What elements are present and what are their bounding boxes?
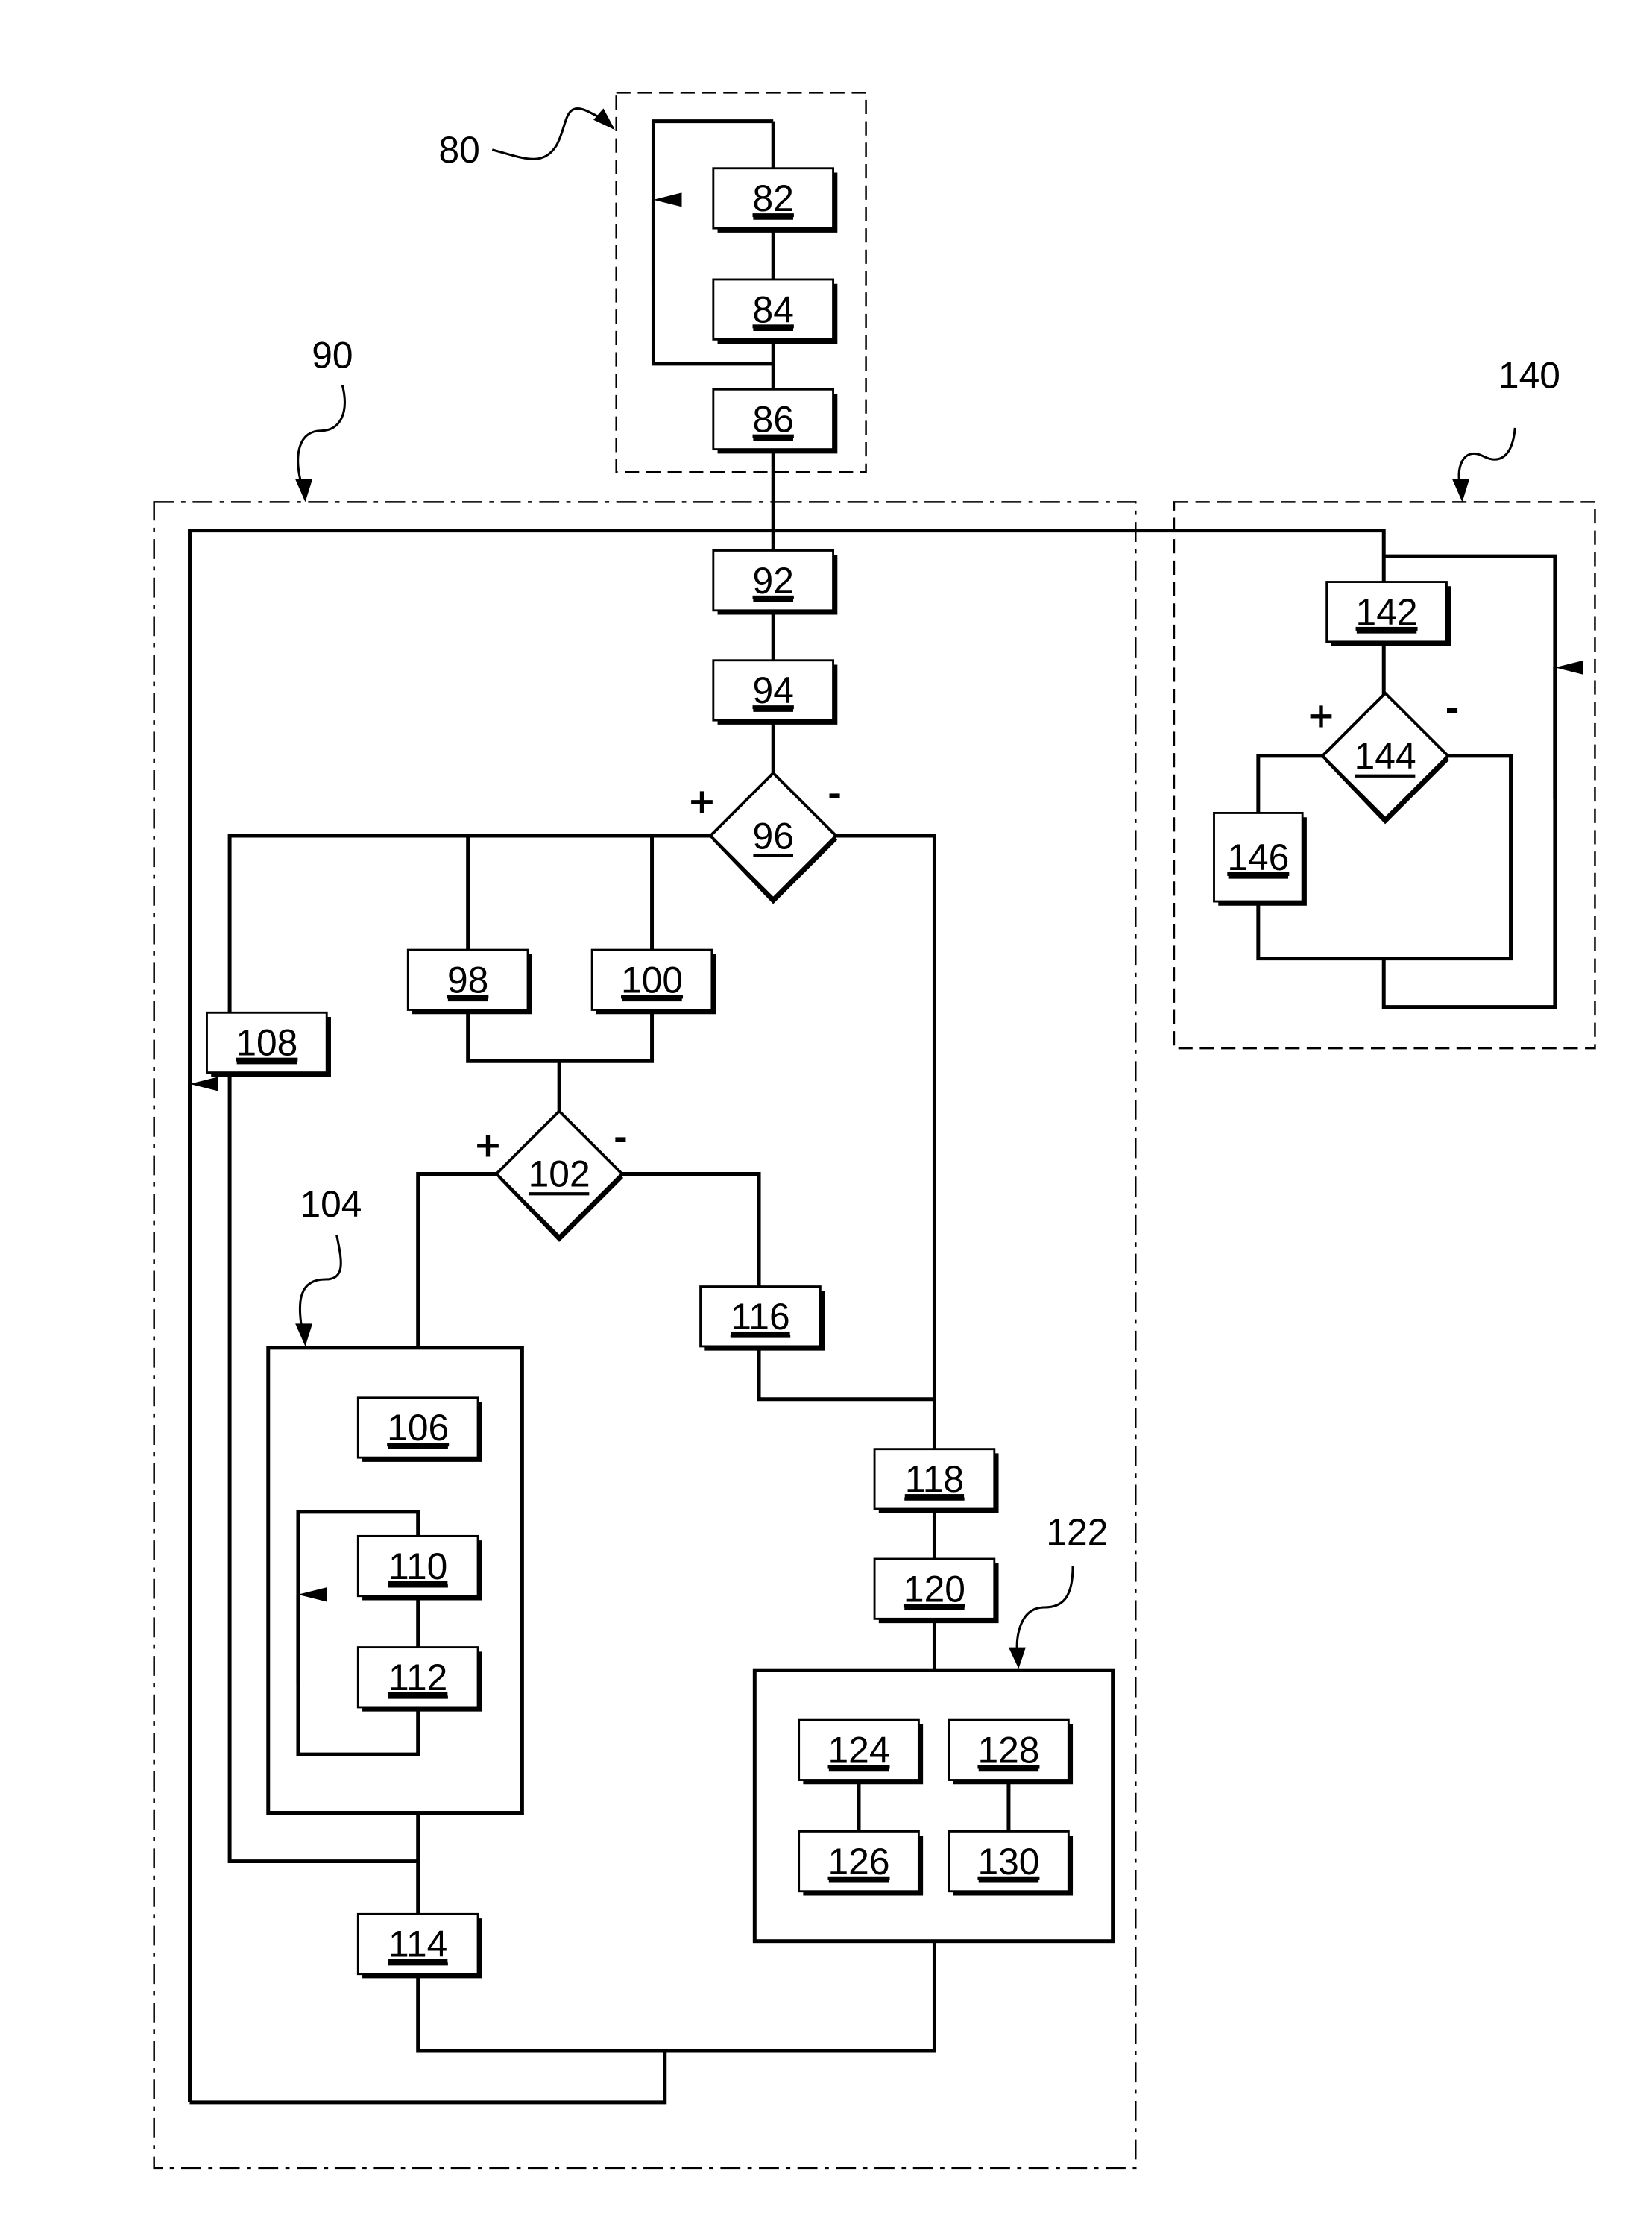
ref-label-104: 104 [300,1183,362,1225]
ref-104-leader [295,1235,342,1346]
step-box-106: 106 [356,1396,482,1462]
no-branch-sign: - [827,774,842,814]
step-box-110: 110 [356,1534,482,1601]
decision-diamond-96: 96 + - [687,771,842,904]
step-label: 92 [753,560,794,602]
step-box-100: 100 [590,948,716,1015]
yes-branch-sign: + [1307,696,1335,736]
step-label: 112 [388,1657,447,1698]
step-label: 130 [977,1841,1039,1882]
ref-122-leader [1008,1566,1074,1669]
step-label: 124 [828,1730,890,1771]
ref-label-140: 140 [1498,354,1560,396]
step-box-142: 142 [1325,581,1451,646]
group-122-frame [752,1668,1115,1944]
step-box-124: 124 [798,1718,924,1785]
ref-90-leader [295,385,346,502]
step-label: 94 [753,669,794,711]
decision-diamond-102: 102 + - [473,1109,628,1242]
step-box-108: 108 [206,1011,331,1077]
step-label: 82 [753,177,794,219]
decision-label: 96 [753,815,794,857]
step-box-92: 92 [712,549,838,615]
decision-diamond-144: 144 + - [1307,688,1460,825]
step-box-116: 116 [699,1285,825,1351]
step-box-128: 128 [948,1718,1074,1785]
step-box-98: 98 [406,948,532,1015]
step-box-82: 82 [712,167,838,233]
connectors [188,119,1584,2105]
step-label: 116 [731,1296,789,1337]
ref-140-leader [1452,427,1516,502]
step-box-86: 86 [712,388,838,454]
group-80-boundary [615,92,867,473]
no-branch-sign: - [1446,688,1460,728]
step-label: 128 [977,1730,1039,1771]
step-label: 126 [828,1841,890,1882]
step-label: 120 [904,1568,965,1610]
ref-label-90: 90 [312,335,353,376]
step-label: 146 [1227,836,1289,878]
ref-label-122: 122 [1046,1511,1108,1553]
yes-branch-sign: + [687,781,716,821]
step-label: 106 [387,1407,449,1449]
step-box-112: 112 [356,1646,482,1712]
step-label: 100 [621,960,683,1001]
step-box-126: 126 [798,1830,924,1896]
group-90-boundary [153,501,1137,2170]
group-140-boundary [1173,501,1596,1050]
step-box-94: 94 [712,659,838,725]
step-label: 98 [447,960,488,1001]
yes-branch-sign: + [473,1125,502,1165]
step-label: 110 [388,1546,447,1587]
step-label: 84 [753,289,794,330]
group-104-frame [266,1346,524,1815]
step-box-130: 130 [948,1830,1074,1896]
step-label: 86 [753,399,794,441]
decision-label: 144 [1355,735,1416,777]
ref-label-80: 80 [439,129,480,171]
step-label: 108 [236,1022,297,1064]
step-label: 142 [1356,591,1418,633]
step-box-118: 118 [873,1448,999,1513]
step-label: 114 [388,1923,447,1965]
step-box-146: 146 [1213,812,1307,906]
step-box-84: 84 [712,278,838,344]
step-box-114: 114 [356,1912,482,1979]
step-label: 118 [905,1458,964,1500]
ref-80-leader [491,107,615,160]
decision-label: 102 [529,1153,590,1195]
step-box-120: 120 [873,1557,999,1624]
no-branch-sign: - [614,1118,628,1158]
